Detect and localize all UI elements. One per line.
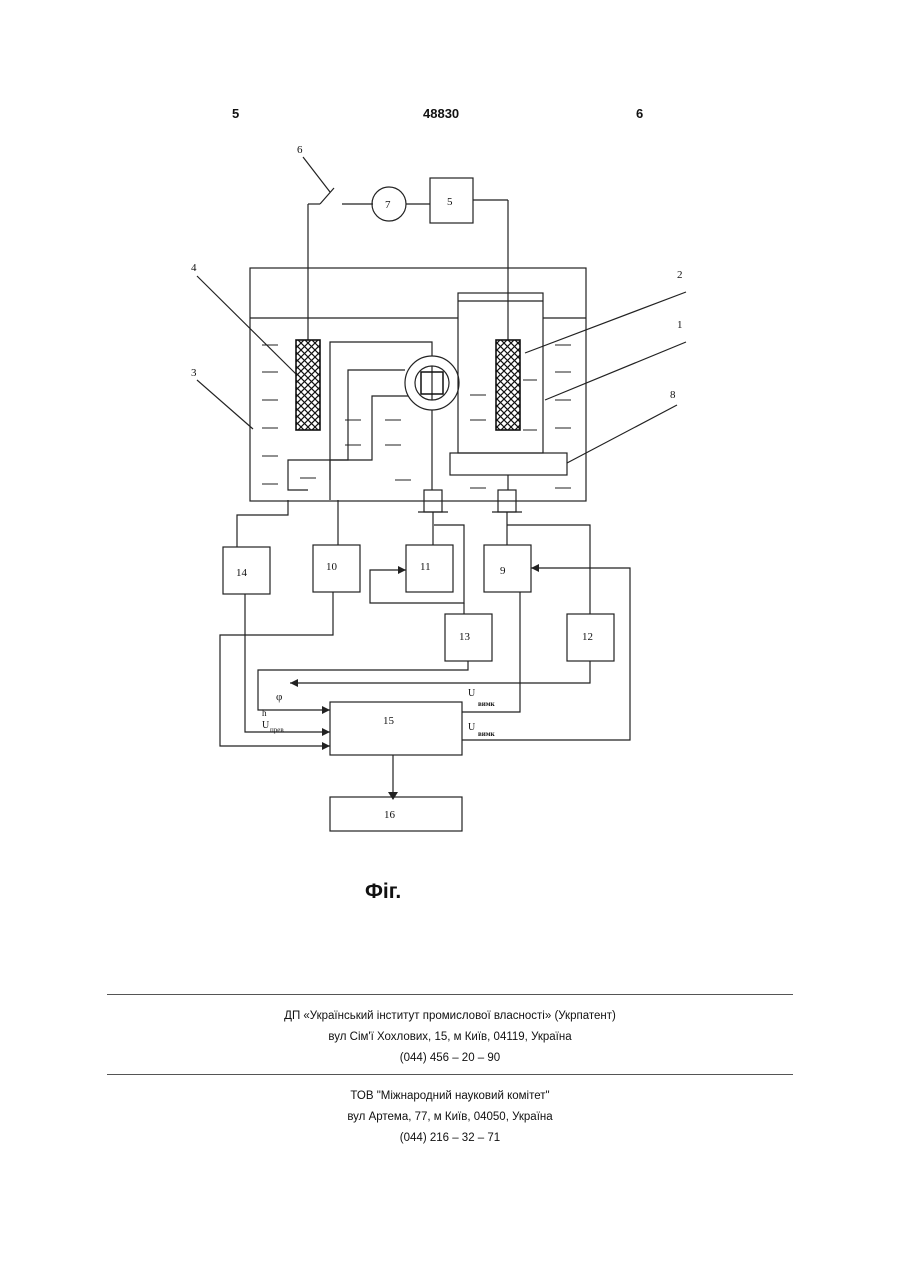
signal-u-vimk-1: U: [468, 688, 476, 699]
electrode-2: [496, 340, 520, 430]
box-9: [484, 545, 531, 592]
schematic-diagram: 6 7 5 4 3 2 1 8 14 10 11 9 13 12 15 16 φ…: [0, 0, 900, 900]
box-15: [330, 702, 462, 755]
box-16: [330, 797, 462, 831]
label-4: 4: [191, 262, 197, 274]
label-5: 5: [447, 196, 453, 208]
org1-address: вул Сім'ї Хохлових, 15, м Київ, 04119, У…: [107, 1027, 793, 1048]
label-16: 16: [384, 809, 396, 821]
signal-u-vimk-2-subscript: вимк: [478, 730, 496, 738]
label-13: 13: [459, 631, 471, 643]
org1-phone: (044) 456 – 20 – 90: [107, 1048, 793, 1069]
org2-address: вул Артема, 77, м Київ, 04050, Україна: [107, 1107, 793, 1128]
footer-org-1: ДП «Український інститут промислової вла…: [107, 1006, 793, 1069]
footer-rule-middle: [107, 1074, 793, 1075]
label-14: 14: [236, 567, 248, 579]
label-12: 12: [582, 631, 593, 643]
org2-phone: (044) 216 – 32 – 71: [107, 1128, 793, 1149]
signal-u-vimk-2: U: [468, 722, 476, 733]
label-3: 3: [191, 367, 197, 379]
signal-h: h: [262, 708, 267, 718]
label-15: 15: [383, 715, 395, 727]
signal-u-vimk-1-subscript: вимк: [478, 700, 496, 708]
signal-u-prev-subscript: прев: [270, 726, 284, 734]
signal-phi: φ: [276, 691, 282, 703]
label-2: 2: [677, 269, 683, 281]
figure-caption: Фіг.: [365, 880, 401, 904]
label-11: 11: [420, 561, 431, 573]
label-6: 6: [297, 144, 303, 156]
label-7: 7: [385, 199, 391, 211]
footer-org-2: ТОВ "Міжнародний науковий комітет" вул А…: [107, 1086, 793, 1149]
label-10: 10: [326, 561, 338, 573]
electrode-4: [296, 340, 320, 430]
footer-rule-top: [107, 994, 793, 995]
org2-name: ТОВ "Міжнародний науковий комітет": [107, 1086, 793, 1107]
label-8: 8: [670, 389, 676, 401]
plate-8: [450, 453, 567, 475]
label-9: 9: [500, 565, 506, 577]
org1-name: ДП «Український інститут промислової вла…: [107, 1006, 793, 1027]
label-1: 1: [677, 319, 683, 331]
signal-u-prev: U: [262, 720, 270, 731]
